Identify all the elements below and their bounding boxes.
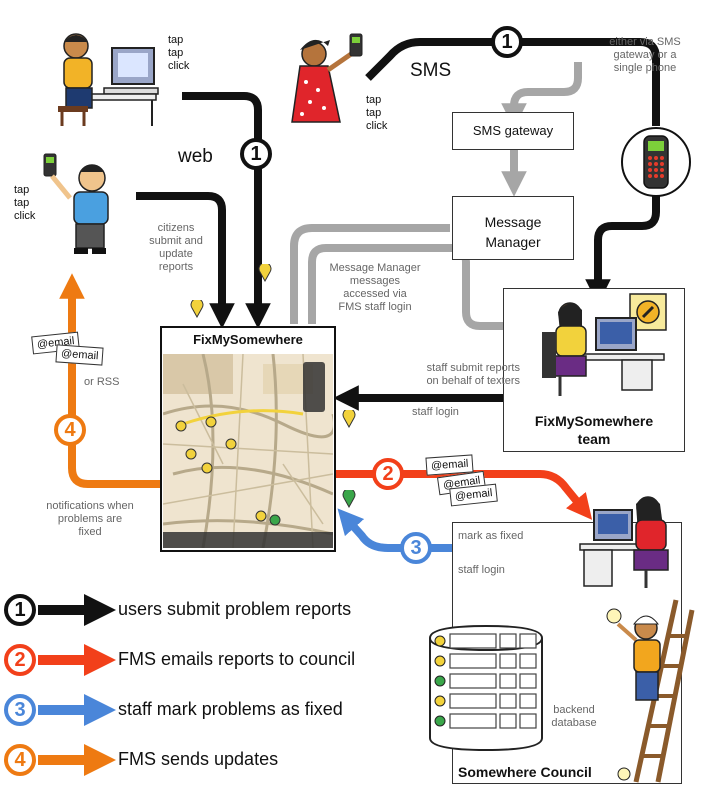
council-label: Somewhere Council <box>458 764 592 780</box>
staff-login-bottom-label: staff login <box>458 564 505 576</box>
sms-gateway-label: SMS gateway <box>472 123 554 138</box>
citizens-label: citizens submit and update reports <box>149 222 203 273</box>
arrow-phone-user-to-fms <box>136 192 235 329</box>
pin-yellow-icon <box>342 410 356 428</box>
fms-map-image <box>163 354 333 548</box>
message-manager-label: Message Manager <box>484 214 542 250</box>
sms-label: SMS <box>410 60 452 81</box>
legend-text-4: FMS sends updates <box>118 749 279 769</box>
staff-submit-label: staff submit reports on behalf of texter… <box>426 362 520 387</box>
badge-flow-1-web: 1 <box>240 138 272 170</box>
email-note: @email <box>55 344 105 366</box>
team-staff-illustration <box>542 293 667 396</box>
person-at-computer-illustration <box>58 33 159 126</box>
badge-flow-2: 2 <box>372 458 404 490</box>
arrow-sms-split-to-gateway <box>501 62 582 129</box>
or-rss-label: or RSS <box>84 376 120 388</box>
ladder-worker-illustration <box>606 599 695 783</box>
arrow-computer-user-to-fms <box>182 92 271 329</box>
web-label: web <box>178 146 213 167</box>
mobile-phone-icon <box>621 127 691 197</box>
badge-flow-4: 4 <box>54 414 86 446</box>
arrow-fms-to-citizens <box>59 273 160 488</box>
sms-gateway-box <box>452 112 574 150</box>
backend-database-label: backend database <box>551 704 597 729</box>
legend-badge-2: 2 <box>4 644 36 676</box>
arrow-sms-to-team <box>365 38 660 126</box>
message-manager-box <box>452 196 574 260</box>
arrow-phone-to-team <box>585 194 660 305</box>
arrow-council-to-fms <box>337 508 574 552</box>
staff-login-top-label: staff login <box>412 406 459 418</box>
tap-label-woman: tap tap click <box>366 94 388 132</box>
legend-arrows <box>38 593 117 777</box>
pin-green-icon <box>342 490 356 508</box>
legend-text-1: users submit problem reports <box>118 599 352 619</box>
woman-with-phone-illustration <box>291 33 363 123</box>
badge-flow-1-sms: 1 <box>491 26 523 58</box>
council-staff-illustration <box>579 496 669 588</box>
man-with-phone-illustration <box>43 153 109 254</box>
database-icon <box>429 624 543 752</box>
arrow-manager-to-fms <box>290 224 450 324</box>
legend-badge-1: 1 <box>4 594 36 626</box>
badge-flow-3: 3 <box>400 532 432 564</box>
legend-text-3: staff mark problems as fixed <box>118 699 343 719</box>
notifications-label: notifications when problems are fixed <box>46 500 134 538</box>
mm-messages-label: Message Manager messages accessed via FM… <box>329 262 421 313</box>
tap-label-left-mid: tap tap click <box>14 184 36 222</box>
arrow-fms-to-council <box>336 470 593 520</box>
pin-yellow-icon <box>258 264 272 282</box>
map-pins <box>175 416 281 526</box>
either-via-label: either via SMS gateway or a single phone <box>609 36 681 74</box>
tap-label-top-left: tap tap click <box>168 34 190 72</box>
legend-badge-4: 4 <box>4 744 36 776</box>
legend-text-2: FMS emails reports to council <box>118 649 356 669</box>
pin-yellow-icon <box>190 300 204 318</box>
mark-fixed-label: mark as fixed <box>458 530 524 542</box>
legend-badge-3: 3 <box>4 694 36 726</box>
fms-map-title: FixMySomewhere <box>193 332 303 347</box>
fms-team-label: FixMySomewhere team <box>534 413 654 447</box>
